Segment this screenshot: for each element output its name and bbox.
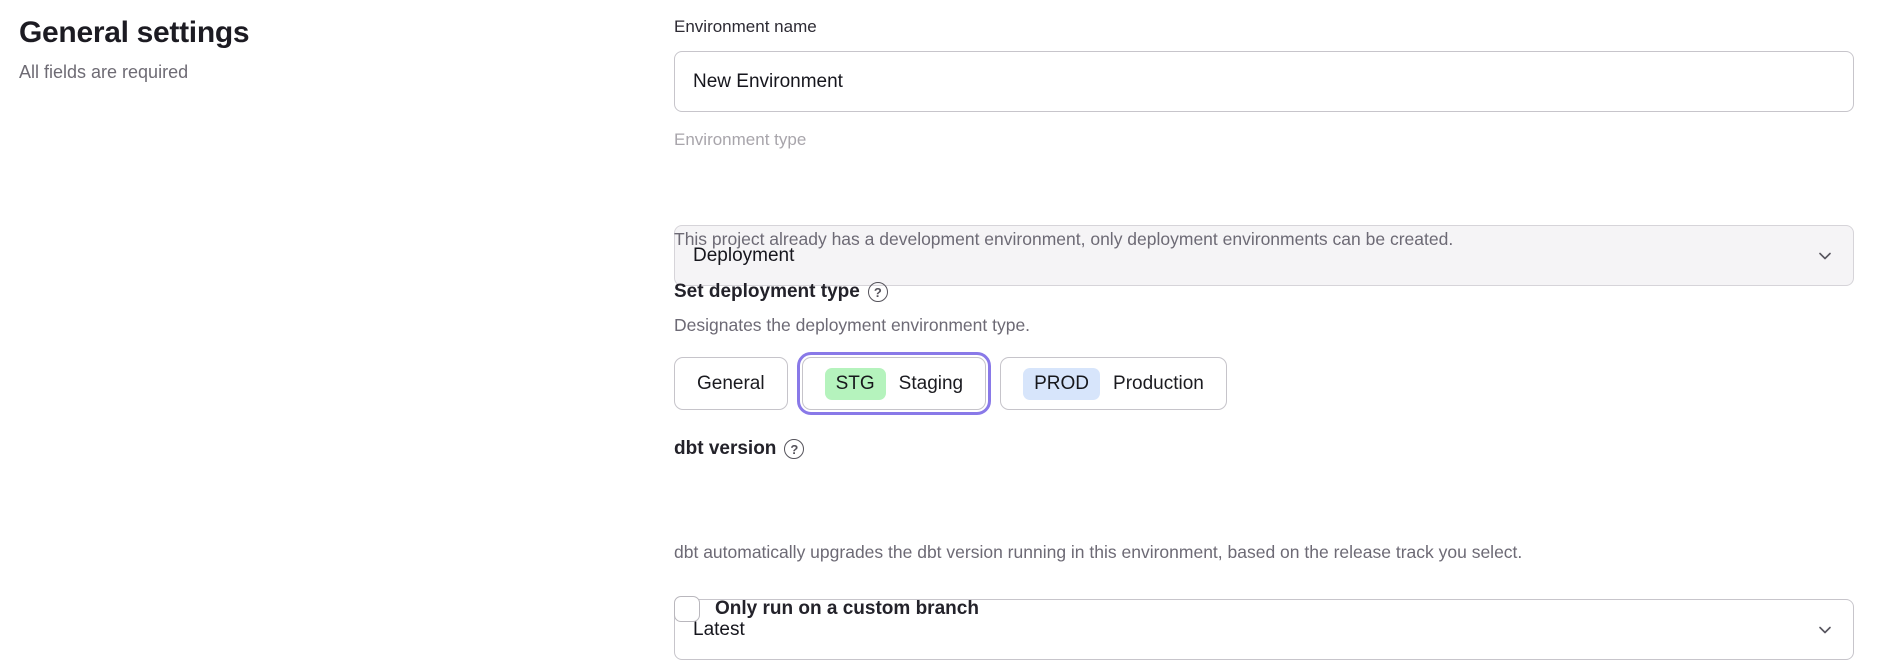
staging-badge: STG — [825, 368, 886, 400]
help-icon[interactable]: ? — [868, 282, 888, 302]
custom-branch-label: Only run on a custom branch — [715, 598, 979, 620]
deployment-type-production-label: Production — [1113, 373, 1204, 395]
settings-header: General settings All fields are required — [19, 16, 579, 83]
environment-settings-form: Environment name Environment type Deploy… — [674, 0, 1854, 660]
deployment-type-helper: Designates the deployment environment ty… — [674, 315, 1854, 336]
production-badge: PROD — [1023, 368, 1100, 400]
page-subtitle: All fields are required — [19, 62, 579, 83]
custom-branch-checkbox[interactable] — [674, 596, 700, 622]
deployment-type-production-button[interactable]: PROD Production — [1000, 357, 1227, 410]
custom-branch-row: Only run on a custom branch — [674, 596, 1854, 622]
deployment-type-staging-label: Staging — [899, 373, 963, 395]
deployment-type-heading: Set deployment type ? — [674, 281, 1854, 303]
environment-name-input[interactable] — [674, 51, 1854, 112]
chevron-down-icon — [1817, 622, 1833, 638]
dbt-version-helper: dbt automatically upgrades the dbt versi… — [674, 542, 1854, 563]
page-title: General settings — [19, 16, 579, 50]
environment-name-label: Environment name — [674, 17, 1854, 37]
deployment-type-general-label: General — [697, 373, 765, 395]
dbt-version-heading-label: dbt version — [674, 438, 776, 460]
environment-type-label: Environment type — [674, 130, 1854, 150]
dbt-version-heading: dbt version ? — [674, 438, 1854, 460]
deployment-type-options: General STG Staging PROD Production — [674, 357, 1854, 410]
deployment-type-heading-label: Set deployment type — [674, 281, 860, 303]
deployment-type-general-button[interactable]: General — [674, 357, 788, 410]
environment-type-helper: This project already has a development e… — [674, 229, 1854, 250]
help-icon[interactable]: ? — [784, 439, 804, 459]
deployment-type-staging-button[interactable]: STG Staging — [802, 357, 987, 410]
